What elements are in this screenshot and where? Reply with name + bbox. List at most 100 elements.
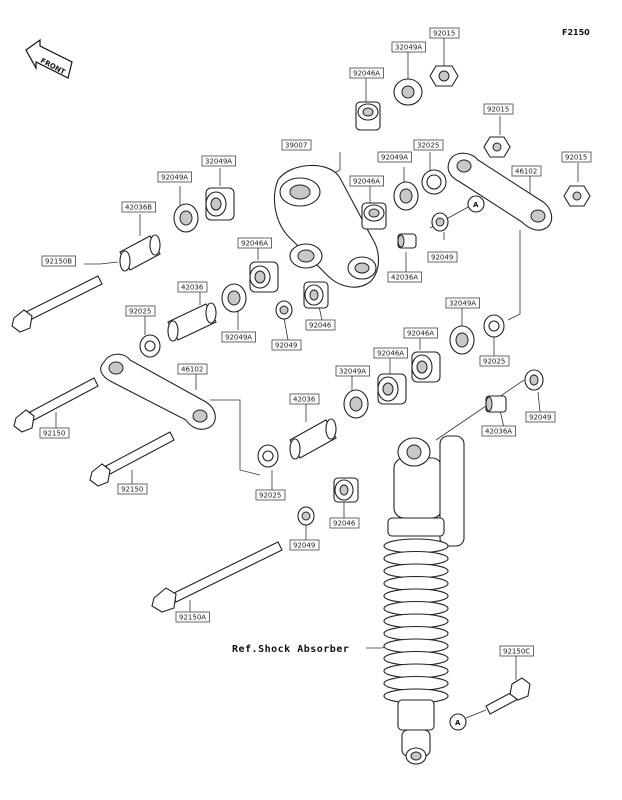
part-label-92046A-low: 92046A (237, 237, 272, 249)
nut-92015-top (429, 65, 459, 87)
tie-rod-46102-left (100, 353, 216, 430)
svg-text:92015: 92015 (433, 30, 455, 38)
part-label-42036: 42036 (177, 281, 208, 293)
spring-coil (383, 650, 449, 667)
reference-text: Ref.Shock Absorber (232, 644, 349, 655)
part-label-92025-left: 92025 (125, 305, 156, 317)
spring-coil (383, 550, 449, 567)
seal-32049A-center (343, 389, 369, 419)
shock-absorber (383, 435, 465, 765)
part-label-92025-low: 92025 (255, 489, 286, 501)
bearing-92046-low (333, 477, 359, 503)
seal-92049A-low (221, 283, 247, 313)
svg-text:92015: 92015 (487, 106, 509, 114)
part-label-92025-r: 92025 (479, 355, 510, 367)
spring-coil (383, 538, 449, 554)
part-label-92046A-c: 92046A (373, 347, 408, 359)
part-label-92049-low2: 92049 (289, 539, 320, 551)
part-label-32049A-r: 32049A (445, 297, 480, 309)
svg-text:92049: 92049 (529, 414, 551, 422)
spring-coil (383, 588, 449, 604)
seal-92049-low (275, 300, 293, 320)
spring-coil (383, 575, 449, 592)
svg-text:92046A: 92046A (407, 330, 434, 338)
seal-92049A-mid (393, 181, 419, 211)
svg-text:92046A: 92046A (241, 240, 268, 248)
svg-text:92015: 92015 (565, 154, 587, 162)
part-label-92049A-left: 92049A (157, 171, 192, 183)
part-label-92046-mid: 92046 (305, 319, 336, 331)
spring-coil (383, 600, 449, 617)
svg-text:39007: 39007 (285, 142, 307, 150)
part-label-92049A-mid: 92049A (377, 151, 412, 163)
bearing-92046A-right (411, 351, 441, 383)
connector-A-bottom: A (449, 713, 467, 731)
spring-coil (383, 625, 449, 642)
svg-text:A: A (473, 201, 479, 209)
part-labels: 9201532049A92046A39007920159201532025920… (39, 27, 592, 657)
svg-text:92046A: 92046A (377, 350, 404, 358)
spring-coil (383, 613, 449, 629)
svg-text:92150: 92150 (121, 486, 143, 494)
connector-A-top: A (467, 195, 485, 213)
svg-text:32049A: 32049A (205, 158, 232, 166)
svg-text:92046A: 92046A (353, 178, 380, 186)
svg-text:46102: 46102 (181, 366, 203, 374)
seal-92049-low2 (297, 506, 315, 526)
svg-text:92049: 92049 (293, 542, 315, 550)
svg-text:42036: 42036 (181, 284, 204, 292)
bearing-32049A-left (205, 187, 235, 221)
svg-text:42036A: 42036A (391, 274, 418, 282)
svg-text:92049A: 92049A (161, 174, 188, 182)
washer-92025-right (483, 314, 505, 338)
svg-text:92046: 92046 (333, 520, 356, 528)
tie-rod-46102-right (447, 152, 553, 231)
part-label-92049-low: 92049 (271, 339, 302, 351)
seal-32049A-right (449, 325, 475, 355)
part-label-32025: 32025 (413, 139, 444, 151)
collar-32049A-top (393, 78, 423, 106)
svg-text:42036A: 42036A (485, 428, 512, 436)
part-label-39007: 39007 (281, 139, 312, 151)
bolt-92150 (13, 377, 99, 433)
svg-text:92150C: 92150C (503, 648, 530, 656)
nut-92015-far (563, 185, 591, 207)
svg-text:92025: 92025 (259, 492, 281, 500)
svg-text:92049A: 92049A (225, 334, 252, 342)
sleeve-42036A-mid (397, 233, 417, 249)
spring-coil (383, 663, 449, 679)
part-label-92015-top: 92015 (429, 27, 460, 39)
part-label-92150A: 92150A (175, 611, 210, 623)
front-arrow-icon: FRONT (25, 38, 73, 79)
figure-code: F2150 (562, 28, 590, 37)
svg-text:42036: 42036 (293, 396, 316, 404)
part-label-42036-c: 42036 (289, 393, 320, 405)
svg-text:32049A: 32049A (449, 300, 476, 308)
part-label-92049: 92049 (427, 251, 458, 263)
part-label-46102-left: 46102 (177, 363, 208, 375)
part-label-92049A-low: 92049A (221, 331, 256, 343)
svg-text:32049A: 32049A (339, 368, 366, 376)
svg-text:92049: 92049 (431, 254, 453, 262)
part-label-42036A-mid: 42036A (387, 271, 422, 283)
sleeve-42036 (167, 302, 217, 342)
collar-32025 (421, 169, 447, 195)
svg-text:32049A: 32049A (395, 44, 422, 52)
part-label-46102-right: 46102 (511, 165, 542, 177)
svg-text:46102: 46102 (515, 168, 537, 176)
part-label-92046A-r: 92046A (403, 327, 438, 339)
part-label-92046A-mid: 92046A (349, 175, 384, 187)
washer-92025-low (257, 444, 279, 468)
bolt-92150B (11, 275, 103, 333)
sleeve-42036B (119, 234, 161, 272)
part-label-32049A-c: 32049A (335, 365, 370, 377)
svg-text:32025: 32025 (417, 142, 439, 150)
bearing-92046A-center (377, 373, 407, 405)
washer-92025-left (139, 334, 161, 358)
part-label-92150: 92150 (39, 427, 70, 439)
part-label-92150C: 92150C (499, 645, 534, 657)
bearing-92046A-low (249, 261, 279, 293)
svg-text:92049A: 92049A (381, 154, 408, 162)
svg-text:42036B: 42036B (125, 204, 152, 212)
